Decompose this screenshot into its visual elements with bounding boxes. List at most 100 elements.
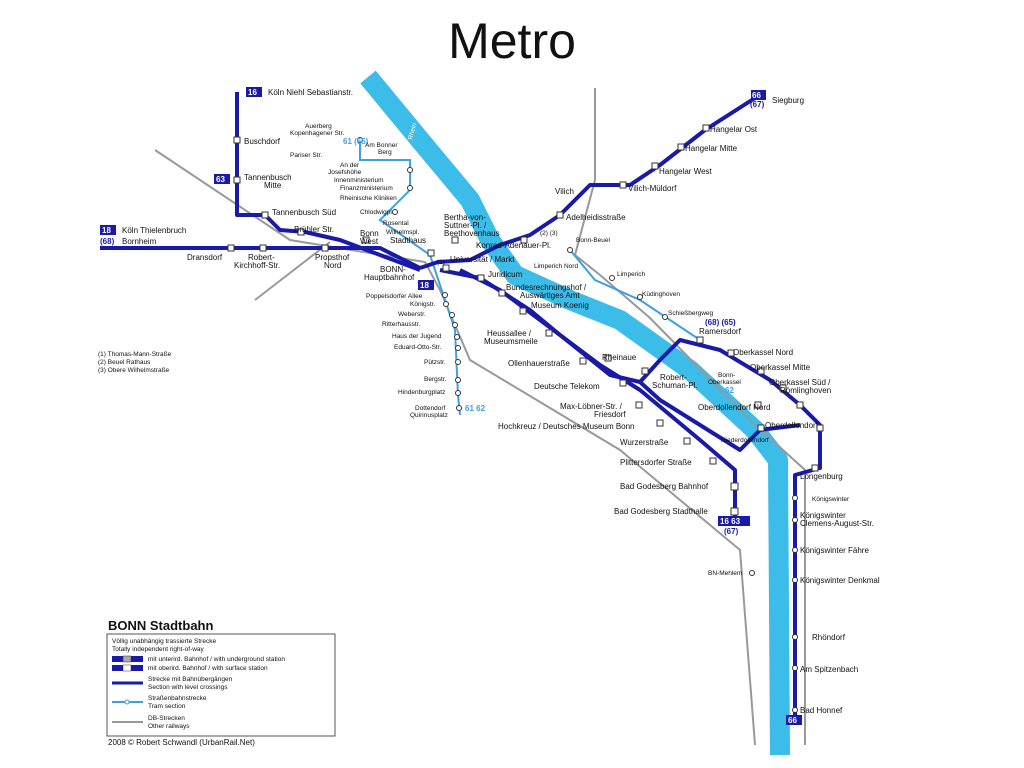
route-badge-68: (68) — [100, 237, 115, 246]
station-bruehler: Brühler Str. — [294, 225, 334, 234]
station-rosental: Rosental — [383, 220, 409, 227]
station-bonn-west: Bonn — [360, 229, 379, 238]
station-heuss-2: Museumsmeile — [484, 337, 538, 346]
station-am-bonner: Am Bonner — [365, 142, 398, 149]
station-heuss: Heussallee / — [487, 329, 532, 338]
note-markers-1: (1) — [437, 259, 445, 266]
station-chlodwig: Chlodwigpl. — [360, 209, 394, 216]
station-vilich-m: Vilich-Müldorf — [628, 184, 677, 193]
station-schiess: Schießbergweg — [668, 310, 714, 317]
station-kopenhagener: Kopenhagener Str. — [290, 130, 344, 137]
note-1: (1) Thomas-Mann-Straße — [98, 351, 172, 358]
station-bn-mehlem: BN-Mehlem — [708, 570, 742, 577]
dest-west2: Bornheim — [122, 237, 157, 246]
station-auerberg: Auerberg — [305, 123, 332, 130]
route-68-65: (68) (65) — [705, 318, 736, 327]
station-robert-k-2: Kirchhoff-Str. — [234, 261, 280, 270]
station-ramersdorf: Ramersdorf — [699, 327, 742, 336]
station-schuman-2: Schuman-Pl. — [652, 381, 698, 390]
station-dransdorf: Dransdorf — [187, 253, 223, 262]
route-badge-18b: 18 — [420, 281, 429, 290]
station-hindenburg: Hindenburgplatz — [398, 389, 445, 396]
station-pariser: Pariser Str. — [290, 152, 322, 159]
station-kuedinghoven: Küdinghoven — [642, 291, 680, 298]
station-loebner: Max-Löbner-Str. / — [560, 402, 623, 411]
legend-l4b: Section with level crossings — [148, 684, 228, 691]
station-plittersdorf: Plittersdorfer Straße — [620, 458, 692, 467]
station-oberkassel-n: Oberkassel Nord — [733, 348, 793, 357]
route-badge-16-63: 16 63 — [720, 517, 741, 526]
station-tannenbusch-mitte-2: Mitte — [264, 181, 282, 190]
station-puetz: Pützstr. — [424, 359, 446, 366]
station-hangelar-m: Hangelar Mitte — [685, 144, 738, 153]
slide-title: Metro — [448, 13, 576, 69]
station-kw-clemens: Königswinter — [800, 511, 846, 520]
station-rheinaue: Rheinaue — [602, 353, 637, 362]
station-longenburg: Longenburg — [800, 472, 843, 481]
station-an-der: An der — [340, 162, 360, 169]
route-badge-16: 16 — [248, 88, 257, 97]
station-an-der-2: Josefshöhe — [328, 169, 362, 176]
station-ok-sued: Oberkassel Süd / — [769, 378, 831, 387]
station-brh: Bundesrechnungshof / — [506, 283, 587, 292]
route-badge-67: (67) — [750, 100, 765, 109]
credit: 2008 © Robert Schwandl (UrbanRail.Net) — [108, 738, 255, 747]
note-2: (2) Beuel Rathaus — [98, 359, 151, 366]
station-propsthof-2: Nord — [324, 261, 341, 270]
station-hbf-2: Hauptbahnhof — [364, 273, 415, 282]
station-hangelar-o: Hangelar Ost — [710, 125, 758, 134]
station-hangelar-w: Hangelar West — [659, 167, 713, 176]
station-weberstr: Weberstr. — [398, 311, 426, 318]
station-propsthof: Propsthof — [315, 253, 350, 262]
station-haus-jugend: Haus der Jugend — [392, 333, 442, 340]
station-koenigswinter: Königswinter — [812, 496, 850, 503]
station-loebner-2: Friesdorf — [594, 410, 626, 419]
station-godesberg-bf: Bad Godesberg Bahnhof — [620, 482, 709, 491]
station-rhoendorf: Rhöndorf — [812, 633, 846, 642]
station-innenmin: Innenministerium — [334, 177, 384, 184]
station-hochkreuz: Hochkreuz / Deutsches Museum Bonn — [498, 422, 635, 431]
station-bonn-ok: Bonn- — [718, 372, 735, 379]
station-vilich: Vilich — [555, 187, 574, 196]
station-kw-denkmal: Königswinter Denkmal — [800, 576, 880, 585]
legend-title: BONN Stadtbahn — [108, 618, 214, 633]
station-niederdollendorf: Niederdollendorf — [721, 437, 769, 444]
legend-l1a: Völlig unabhängig trassierte Strecke — [112, 638, 216, 645]
station-konrad: Konrad-Adenauer-Pl. — [476, 241, 551, 250]
legend-l2: mit unterird. Bahnhof / with underground… — [148, 656, 285, 663]
station-godesberg-sh: Bad Godesberg Stadthalle — [614, 507, 708, 516]
note-markers-23: (2) (3) — [540, 230, 558, 237]
station-robert-k: Robert- — [248, 253, 275, 262]
station-adelheid: Adelheidisstraße — [566, 213, 626, 222]
station-oberdollendorf-n: Oberdollendorf Nord — [698, 403, 770, 412]
legend-l1b: Totally independent right-of-way — [112, 646, 205, 653]
station-bad-honnef: Bad Honnef — [800, 706, 843, 715]
station-schuman: Robert- — [660, 373, 687, 382]
note-3: (3) Obere Wilhelmstraße — [98, 367, 170, 374]
legend-l5a: Straßenbahnstrecke — [148, 695, 207, 702]
station-hbf: BONN- — [380, 265, 406, 274]
station-oberdollendorf: Oberdollendorf — [765, 421, 819, 430]
station-labels: Buschdorf Tannenbusch Mitte Tannenbusch … — [187, 123, 880, 715]
station-uni: Universität / Markt — [450, 255, 515, 264]
river-label: Rhein — [407, 122, 418, 141]
station-tannenbusch-sued: Tannenbusch Süd — [272, 208, 336, 217]
station-dottendorf: Dottendorf — [415, 405, 446, 412]
legend: BONN Stadtbahn Völlig unabhängig trassie… — [106, 618, 336, 747]
route-badge-67b: (67) — [724, 527, 739, 536]
station-bertha: Bertha-von- — [444, 213, 486, 222]
station-deutsche-tel: Deutsche Telekom — [534, 382, 600, 391]
route-61-62: 61 62 — [465, 404, 486, 413]
dest-west1: Köln Thielenbruch — [122, 226, 186, 235]
station-kw-faehre: Königswinter Fähre — [800, 546, 869, 555]
station-bertha-2: Suttner-Pl. / — [444, 221, 487, 230]
route-62: 62 — [725, 386, 734, 395]
db-railways — [154, 88, 806, 746]
route-badge-63: 63 — [216, 175, 225, 184]
station-ritterhaus: Ritterhausstr. — [382, 321, 420, 328]
route-badge-66b: 66 — [788, 716, 797, 725]
station-stadthaus: Stadthaus — [390, 236, 426, 245]
station-wurzer: Wurzerstraße — [620, 438, 669, 447]
footnotes: (1) Thomas-Mann-Straße (2) Beuel Rathaus… — [98, 351, 172, 374]
